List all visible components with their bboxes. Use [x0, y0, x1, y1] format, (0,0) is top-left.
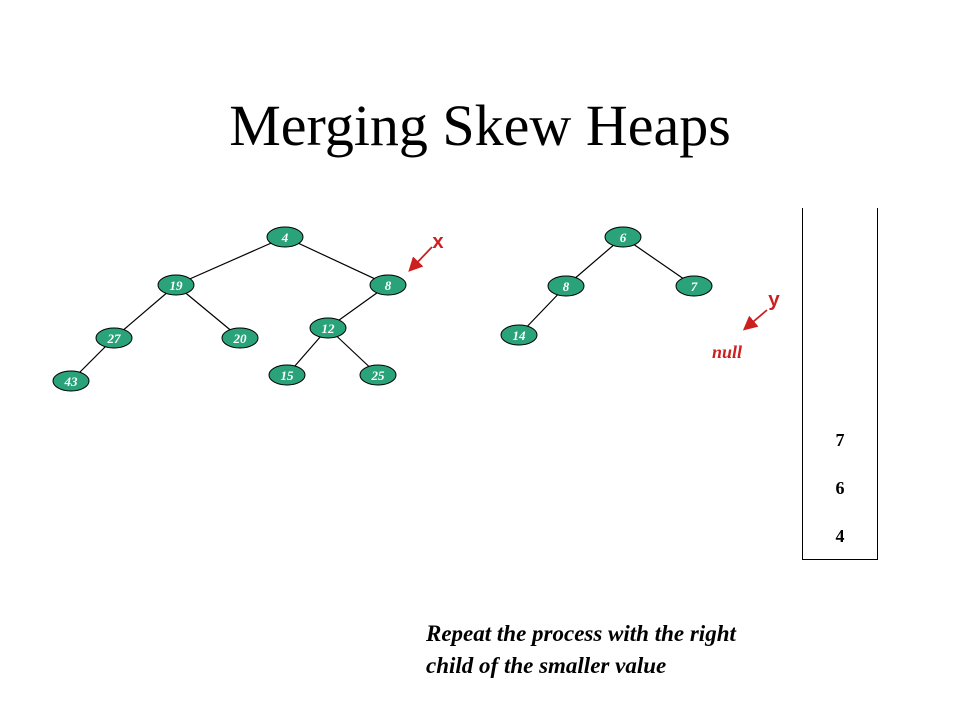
heap-x-node-4: 4 [266, 226, 304, 248]
svg-text:14: 14 [513, 328, 527, 343]
heap-y-node-6: 6 [604, 226, 642, 248]
heap-x-node-12: 12 [309, 317, 347, 339]
heap-x-edges [70, 236, 389, 382]
caption-line-2: child of the smaller value [426, 653, 667, 678]
heap-x-node-20: 20 [221, 327, 259, 349]
svg-text:20: 20 [233, 331, 248, 346]
heap-x-node-43: 43 [52, 370, 90, 392]
pointer-x-label: x [432, 232, 444, 255]
stack-item: 4 [835, 526, 845, 546]
heap-y-node-8: 8 [547, 275, 585, 297]
pointer-y-label: y [768, 290, 780, 313]
pointer-x: x [408, 232, 444, 272]
heap-y-edges [518, 236, 695, 336]
heap-x-node-27: 27 [95, 327, 133, 349]
pointer-y: y [742, 290, 780, 331]
svg-text:4: 4 [281, 230, 289, 245]
recursion-stack: 7 6 4 [802, 208, 878, 560]
caption-line-1: Repeat the process with the right [426, 621, 736, 646]
heap-x-node-15: 15 [268, 364, 306, 386]
svg-text:43: 43 [64, 374, 79, 389]
svg-text:12: 12 [322, 321, 336, 336]
svg-text:6: 6 [620, 230, 627, 245]
caption: Repeat the process with the right child … [426, 618, 946, 682]
svg-text:25: 25 [371, 368, 386, 383]
heap-y-node-14: 14 [500, 324, 538, 346]
svg-text:19: 19 [170, 278, 184, 293]
heap-x-node-19: 19 [157, 274, 195, 296]
heap-x-node-8: 8 [369, 274, 407, 296]
svg-text:8: 8 [385, 278, 392, 293]
heap-x-node-25: 25 [359, 364, 397, 386]
stack-item: 7 [835, 430, 845, 450]
svg-text:8: 8 [563, 279, 570, 294]
null-label: null [712, 342, 742, 362]
svg-text:7: 7 [691, 279, 698, 294]
svg-text:27: 27 [107, 331, 122, 346]
slide-title: Merging Skew Heaps [229, 93, 731, 158]
stack-item: 6 [835, 478, 845, 498]
heap-y-node-7: 7 [675, 275, 713, 297]
svg-text:15: 15 [281, 368, 295, 383]
